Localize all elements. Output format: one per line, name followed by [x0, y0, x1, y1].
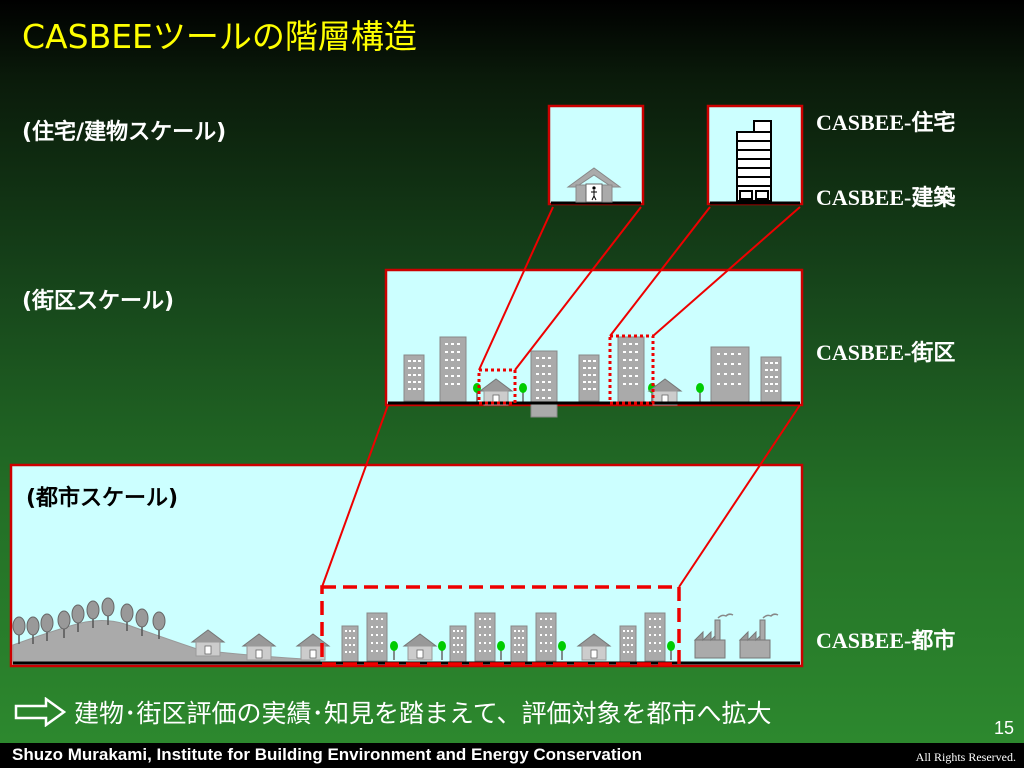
district-office-building	[760, 356, 782, 404]
building-panel	[706, 104, 804, 206]
city-office-building	[449, 625, 467, 663]
office-building-icon	[736, 120, 772, 202]
district-office-building	[578, 354, 600, 402]
connector-line	[321, 404, 389, 588]
footer-credit: Shuzo Murakami, Institute for Building E…	[12, 745, 643, 764]
scale-label-district: (街区スケール)	[22, 289, 175, 314]
district-panel	[384, 268, 804, 418]
city-office-building	[474, 612, 496, 662]
city-office-building	[341, 625, 359, 663]
city-office-building	[510, 625, 528, 663]
tool-label-house: CASBEE-住宅	[816, 110, 956, 135]
city-panel	[9, 463, 804, 668]
connector-line	[478, 206, 554, 371]
house-icon	[566, 167, 622, 203]
connector-line	[514, 206, 642, 371]
footer-bar: Shuzo Murakami, Institute for Building E…	[0, 743, 1024, 768]
district-office-building	[530, 350, 558, 418]
scale-label-city: (都市スケール)	[26, 486, 179, 511]
district-house-highlight	[477, 368, 517, 405]
slide-title: CASBEEツールの階層構造	[22, 17, 417, 56]
tool-label-building: CASBEE-建築	[816, 185, 956, 210]
tool-label-district: CASBEE-街区	[816, 340, 956, 365]
connector-lines	[321, 206, 801, 588]
city-office-building	[644, 612, 666, 662]
scale-label-house-building: (住宅/建物スケール)	[22, 120, 227, 145]
city-office-building	[535, 612, 557, 662]
conclusion-text: 建物･街区評価の実績･知見を踏まえて、評価対象を都市へ拡大	[74, 699, 772, 728]
right-arrow-outline-icon	[14, 697, 66, 727]
connector-line	[652, 206, 801, 337]
district-office-building	[710, 346, 750, 404]
page-number: 15	[993, 718, 1014, 738]
district-office-building	[403, 354, 425, 402]
district-office-building	[617, 336, 645, 404]
city-office-building	[619, 625, 637, 663]
city-office-building	[366, 612, 388, 662]
conclusion-row: 建物･街区評価の実績･知見を踏まえて、評価対象を都市へ拡大	[14, 694, 772, 730]
house-panel	[547, 104, 645, 206]
connector-line	[678, 404, 801, 588]
city-district-highlight	[320, 585, 681, 666]
connector-line	[609, 206, 711, 337]
district-office-building	[439, 336, 467, 404]
tool-label-city: CASBEE-都市	[816, 628, 956, 653]
district-building-highlight	[608, 334, 655, 405]
footer-rights: All Rights Reserved.	[915, 750, 1016, 764]
